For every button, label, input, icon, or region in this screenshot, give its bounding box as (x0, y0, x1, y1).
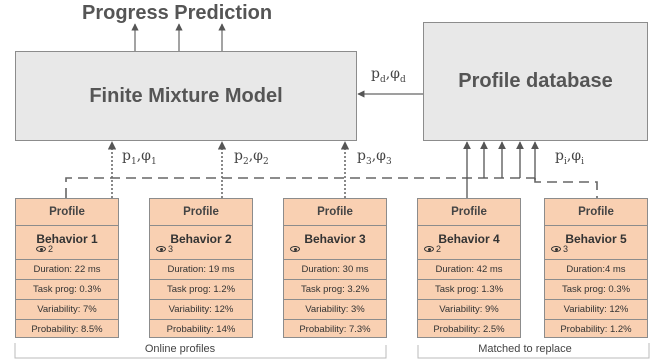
behavior-name: Behavior 1 (36, 232, 98, 246)
param-label-2: p2,φ2 (234, 148, 269, 167)
view-count: 2 (436, 244, 442, 254)
behavior-section: Behavior 3 (284, 225, 386, 260)
profile-card-5: Profile Behavior 5 3 Duration:4 ms Task … (544, 198, 648, 338)
eye-icon (424, 246, 434, 252)
behavior-section: Behavior 4 2 (418, 225, 520, 260)
probability-row: Probability: 2.5% (433, 324, 505, 335)
task-prog-row: Task prog: 1.2% (150, 280, 252, 300)
duration-row: Duration: 22 ms (16, 260, 118, 280)
database-param-label: pd,φd (371, 66, 406, 85)
variability-row: Variability: 12% (150, 300, 252, 320)
profile-card-2: Profile Behavior 2 3 Duration: 19 ms Tas… (149, 198, 253, 338)
profile-card-1: Profile Behavior 1 2 Duration: 22 ms Tas… (15, 198, 119, 338)
profile-card-3: Profile Behavior 3 Duration: 30 ms Task … (283, 198, 387, 338)
task-prog-row: Task prog: 1.3% (418, 280, 520, 300)
profile-header: Profile (418, 199, 520, 226)
param-label-1: p1,φ1 (122, 148, 157, 167)
variability-row: Variability: 3% (284, 300, 386, 320)
profile-header: Profile (150, 199, 252, 226)
behavior-section: Behavior 5 3 (545, 225, 647, 260)
probability-row: Probability: 7.3% (299, 324, 371, 335)
task-prog-row: Task prog: 3.2% (284, 280, 386, 300)
variability-row: Variability: 7% (16, 300, 118, 320)
profile-header: Profile (16, 199, 118, 226)
param-label-3: p3,φ3 (357, 148, 392, 167)
online-profiles-label: Online profiles (144, 343, 216, 355)
eye-icon (551, 246, 561, 252)
model-label: Finite Mixture Model (89, 84, 283, 107)
profile-header: Profile (545, 199, 647, 226)
eye-icon (36, 246, 46, 252)
view-count: 3 (563, 244, 569, 254)
probability-row: Probability: 8.5% (31, 324, 103, 335)
param-label-i: pi,φi (555, 148, 585, 167)
behavior-section: Behavior 2 3 (150, 225, 252, 260)
behavior-name: Behavior 4 (438, 232, 500, 246)
variability-row: Variability: 9% (418, 300, 520, 320)
profile-database-box: Profile database (423, 22, 648, 141)
view-count: 2 (48, 244, 54, 254)
task-prog-row: Task prog: 0.3% (16, 280, 118, 300)
task-prog-row: Task prog: 0.3% (545, 280, 647, 300)
behavior-name: Behavior 3 (304, 232, 366, 246)
probability-row: Probability: 1.2% (560, 324, 632, 335)
duration-row: Duration: 42 ms (418, 260, 520, 280)
finite-mixture-model-box: Finite Mixture Model (15, 51, 357, 141)
duration-row: Duration:4 ms (545, 260, 647, 280)
variability-row: Variability: 12% (545, 300, 647, 320)
duration-row: Duration: 19 ms (150, 260, 252, 280)
profile-card-4: Profile Behavior 4 2 Duration: 42 ms Tas… (417, 198, 521, 338)
behavior-name: Behavior 2 (170, 232, 232, 246)
probability-row: Probability: 14% (166, 324, 236, 335)
eye-icon (290, 246, 300, 252)
diagram-title: Progress Prediction (82, 2, 273, 24)
matched-to-replace-label: Matched to replace (478, 343, 572, 355)
eye-icon (156, 246, 166, 252)
behavior-section: Behavior 1 2 (16, 225, 118, 260)
database-label: Profile database (458, 70, 613, 92)
duration-row: Duration: 30 ms (284, 260, 386, 280)
view-count: 3 (168, 244, 174, 254)
behavior-name: Behavior 5 (565, 232, 627, 246)
profile-header: Profile (284, 199, 386, 226)
